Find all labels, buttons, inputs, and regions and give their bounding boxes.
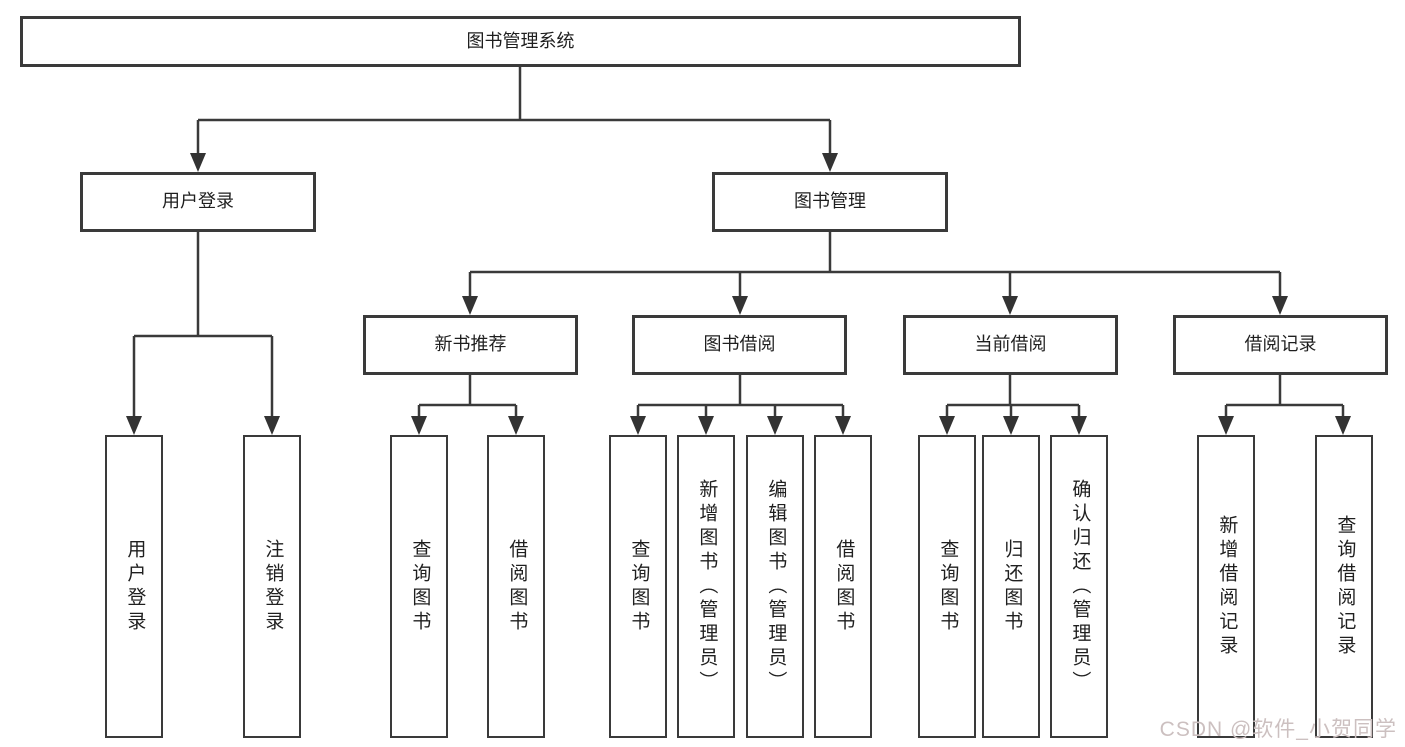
node-book-borrowing: 图书借阅 xyxy=(632,315,847,375)
leaf-borrow-books-recommend: 借阅图书 xyxy=(487,435,545,738)
node-borrowing-records: 借阅记录 xyxy=(1173,315,1388,375)
leaf-edit-book-admin: 编辑图书（管理员） xyxy=(746,435,804,738)
leaf-user-login: 用户登录 xyxy=(105,435,163,738)
node-new-book-recommendation: 新书推荐 xyxy=(363,315,578,375)
leaf-logout: 注销登录 xyxy=(243,435,301,738)
leaf-search-books-borrowing: 查询图书 xyxy=(609,435,667,738)
node-user-login: 用户登录 xyxy=(80,172,316,232)
leaf-search-borrow-record: 查询借阅记录 xyxy=(1315,435,1373,738)
leaf-add-borrow-record: 新增借阅记录 xyxy=(1197,435,1255,738)
node-current-borrowing: 当前借阅 xyxy=(903,315,1118,375)
csdn-watermark: CSDN @软件_小贺同学 xyxy=(1159,718,1397,741)
leaf-search-books-recommend: 查询图书 xyxy=(390,435,448,738)
leaf-borrow-books-borrowing: 借阅图书 xyxy=(814,435,872,738)
leaf-add-book-admin: 新增图书（管理员） xyxy=(677,435,735,738)
leaf-confirm-return-admin: 确认归还（管理员） xyxy=(1050,435,1108,738)
leaf-search-books-current: 查询图书 xyxy=(918,435,976,738)
node-library-management-system: 图书管理系统 xyxy=(20,16,1021,67)
node-book-management: 图书管理 xyxy=(712,172,948,232)
leaf-return-books: 归还图书 xyxy=(982,435,1040,738)
